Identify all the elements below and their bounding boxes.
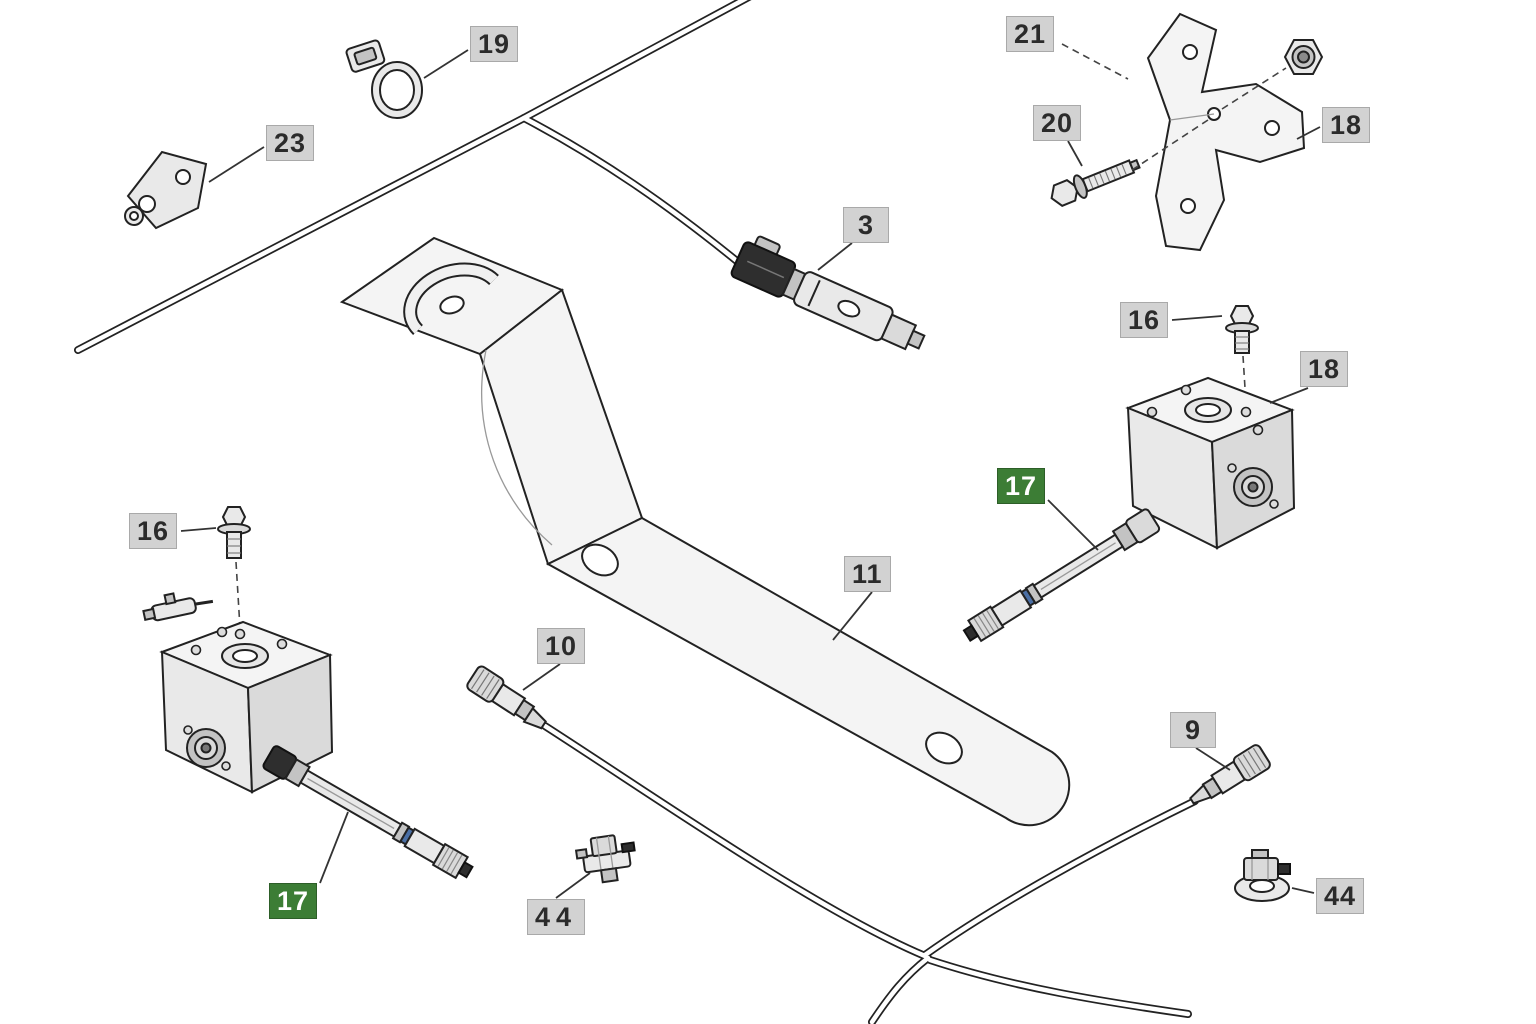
callout-19[interactable]: 19 xyxy=(470,26,519,62)
lower-harness-cable xyxy=(541,722,1199,1024)
harness-connector-part xyxy=(730,235,926,351)
main-harness-cable xyxy=(74,0,752,354)
small-bracket-part xyxy=(124,150,208,230)
connector-lead-right-part xyxy=(1189,744,1271,805)
sensor-right-part xyxy=(962,305,1296,643)
callout-9[interactable]: 9 xyxy=(1170,712,1216,748)
callout-17-right[interactable]: 17 xyxy=(997,468,1046,504)
callout-17-left[interactable]: 17 xyxy=(269,883,318,919)
sensor-left-part xyxy=(142,506,474,880)
callout-10[interactable]: 10 xyxy=(537,628,586,664)
callout-44-right[interactable]: 44 xyxy=(1316,878,1365,914)
callout-16-right[interactable]: 16 xyxy=(1120,302,1169,338)
leader-lines xyxy=(180,43,1321,899)
callout-11[interactable]: 11 xyxy=(844,556,891,592)
support-bracket-part xyxy=(339,236,1071,827)
nut-part xyxy=(1283,39,1324,75)
callout-44-center[interactable]: 44 xyxy=(527,899,586,935)
cable-clip-right-part xyxy=(1234,849,1291,902)
callout-18-sensor[interactable]: 18 xyxy=(1300,351,1349,387)
callout-21[interactable]: 21 xyxy=(1006,16,1055,52)
callout-18-plate[interactable]: 18 xyxy=(1322,107,1371,143)
callout-16-left[interactable]: 16 xyxy=(129,513,178,549)
flange-bolt-part xyxy=(1050,158,1141,207)
cable-clip-center-part xyxy=(574,834,636,884)
callout-3[interactable]: 3 xyxy=(843,207,889,243)
harness-clamp-part xyxy=(345,39,423,119)
bracket-plate-part xyxy=(1146,12,1306,252)
callout-23[interactable]: 23 xyxy=(266,125,315,161)
connector-lead-center-part xyxy=(466,665,547,730)
callout-20[interactable]: 20 xyxy=(1033,105,1082,141)
